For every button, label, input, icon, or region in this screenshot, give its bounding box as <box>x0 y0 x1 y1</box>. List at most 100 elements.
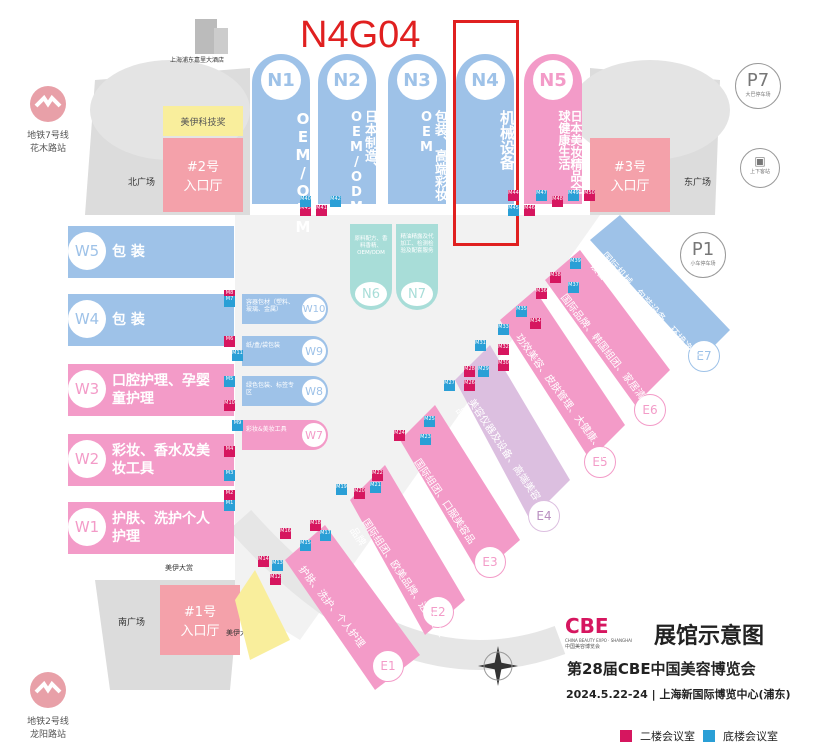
meeting-room-tag[interactable]: M15 <box>300 540 311 551</box>
meeting-room-tag[interactable]: M27 <box>444 380 455 391</box>
meeting-room-tag[interactable]: M45 <box>508 205 519 216</box>
meeting-room-tag[interactable]: M25 <box>424 416 435 427</box>
hall-w2[interactable]: W2 彩妆、香水及美妆工具 <box>68 434 234 486</box>
hall-w1[interactable]: W1 护肤、洗护个人护理 <box>68 502 234 554</box>
hall-e7[interactable] <box>590 215 730 360</box>
entrance-1-label: #1号 入口厅 <box>180 605 220 639</box>
meeting-room-tag[interactable]: M11 <box>232 350 243 361</box>
meeting-room-tag[interactable]: M37 <box>568 282 579 293</box>
hall-w3-label: 口腔护理、孕婴童护理 <box>112 372 210 407</box>
meeting-room-tag[interactable]: M9 <box>232 420 243 431</box>
hall-n6[interactable]: 原料配方、香料香精、OEM/ODM N6 <box>350 224 392 310</box>
metro-2[interactable]: 地铁2号线 龙阳路站 <box>18 670 78 740</box>
meeting-room-tag[interactable]: M18 <box>310 520 321 531</box>
meeting-room-tag[interactable]: M42 <box>330 196 341 207</box>
hall-e3[interactable] <box>400 405 520 575</box>
meeting-room-tag[interactable]: M36 <box>536 288 547 299</box>
hall-e5-id: E5 <box>584 446 616 478</box>
hall-e5[interactable] <box>500 290 625 460</box>
meeting-room-tag[interactable]: M21 <box>370 482 381 493</box>
hall-n5-id: N5 <box>533 60 573 100</box>
meeting-room-tag[interactable]: M1 <box>224 500 235 511</box>
metro-7[interactable]: 地铁7号线 花木路站 <box>18 84 78 154</box>
meeting-room-tag[interactable]: M31 <box>475 340 486 351</box>
updown-stop[interactable]: ▣ 上下客站 <box>740 148 780 188</box>
hall-n5[interactable]: N5 日本美妆精品全球健康生活 <box>524 54 583 204</box>
meeting-room-tag[interactable]: M14 <box>258 556 269 567</box>
meeting-room-tag[interactable]: M8 <box>224 290 235 301</box>
meeting-room-tag[interactable]: M38 <box>550 272 561 283</box>
p7-parking[interactable]: P7 大巴停车场 <box>735 63 781 109</box>
meeting-room-tag[interactable]: M23 <box>420 434 431 445</box>
meeting-room-tag[interactable]: M16 <box>280 528 291 539</box>
meeting-room-tag[interactable]: M46 <box>524 205 535 216</box>
cbe-logo: CBE CHINA BEAUTY EXPO · SHANGHAI 中国美容博览会 <box>565 614 632 650</box>
meeting-room-tag[interactable]: M7 <box>224 296 235 307</box>
meeting-room-tag[interactable]: M4 <box>224 446 235 457</box>
hall-e1[interactable] <box>285 525 420 690</box>
meeting-room-tag[interactable]: M24 <box>394 430 405 441</box>
highlight-label: N4G04 <box>300 14 421 56</box>
hall-n4[interactable]: N4 机械设备 <box>456 54 516 204</box>
hall-w5[interactable]: W5 包 装 <box>68 226 234 278</box>
hall-w3[interactable]: W3 口腔护理、孕婴童护理 <box>68 364 234 416</box>
map-date: 2024.5.22-24 | 上海新国际博览中心(浦东) <box>566 688 791 701</box>
meeting-room-tag[interactable]: M19 <box>336 484 347 495</box>
entrance-1[interactable]: #1号 入口厅 <box>160 585 240 655</box>
meeting-room-tag[interactable]: M30 <box>498 360 509 371</box>
hall-w1-label: 护肤、洗护个人护理 <box>112 510 210 545</box>
south-plaza-label: 南广场 <box>118 618 146 628</box>
meeting-room-tag[interactable]: M32 <box>498 344 509 355</box>
meeting-room-tag[interactable]: M13 <box>272 560 283 571</box>
meeting-room-tag[interactable]: M17 <box>320 530 331 541</box>
meeting-room-tag[interactable]: M44 <box>508 190 519 201</box>
hall-w4[interactable]: W4 包 装 <box>68 294 234 346</box>
meeting-room-tag[interactable]: M41 <box>316 205 327 216</box>
p1-parking[interactable]: P1 小车停车场 <box>680 232 726 278</box>
hall-e6-id: E6 <box>634 394 666 426</box>
meeting-room-tag[interactable]: M10 <box>224 400 235 411</box>
meeting-room-tag[interactable]: M29 <box>478 366 489 377</box>
meeting-room-tag[interactable]: M3 <box>224 470 235 481</box>
meeting-room-tag[interactable]: M5 <box>224 376 235 387</box>
meeting-room-tag[interactable]: M26 <box>464 380 475 391</box>
hall-w7[interactable]: 彩妆&美妆工具 W7 <box>242 420 328 450</box>
meeting-room-tag[interactable]: M6 <box>224 336 235 347</box>
hall-w10-label: 容器包材（塑料、玻璃、金属） <box>246 299 295 313</box>
hall-w9-label: 纸/盒/袋包装 <box>246 342 281 349</box>
meeting-room-tag[interactable]: M35 <box>516 306 527 317</box>
hall-w8-id: W8 <box>302 379 326 403</box>
hall-w10[interactable]: 容器包材（塑料、玻璃、金属） W10 <box>242 294 328 324</box>
hall-w8-label: 绿色包装、标签专区 <box>246 382 295 396</box>
metro-logo-icon <box>30 672 66 708</box>
meeting-room-tag[interactable]: M22 <box>372 470 383 481</box>
hall-n2[interactable]: N2 日本制造、OEM/ODM <box>318 54 377 215</box>
updown-label: 上下客站 <box>749 169 770 175</box>
meeting-room-tag[interactable]: M2 <box>224 490 235 501</box>
meeting-room-tag[interactable]: M34 <box>530 318 541 329</box>
meeting-room-tag[interactable]: M28 <box>464 366 475 377</box>
compass-icon <box>478 646 518 686</box>
meeting-room-tag[interactable]: M40 <box>300 196 311 207</box>
hall-n3[interactable]: N3 包装、高端彩妆OEM <box>388 54 447 204</box>
hall-w8[interactable]: 绿色包装、标签专区 W8 <box>242 376 328 406</box>
hall-e2[interactable] <box>350 465 465 635</box>
meeting-room-tag[interactable]: M50 <box>584 190 595 201</box>
meeting-room-tag[interactable]: M43 <box>300 205 311 216</box>
meeting-room-tag[interactable]: M48 <box>552 196 563 207</box>
entrance-3[interactable]: #3号 入口厅 <box>590 138 670 212</box>
meeting-room-tag[interactable]: M47 <box>536 190 547 201</box>
entrance-3-label: #3号 入口厅 <box>610 160 650 194</box>
hall-e2-id: E2 <box>422 596 454 628</box>
meeting-room-tag[interactable]: M49 <box>568 190 579 201</box>
meeting-room-tag[interactable]: M33 <box>498 324 509 335</box>
hall-e4[interactable] <box>455 345 570 520</box>
meeting-room-tag[interactable]: M20 <box>354 488 365 499</box>
meeting-room-tag[interactable]: M12 <box>270 574 281 585</box>
hall-n7[interactable]: 精油精露及代加工、检测检验及配套服务 N7 <box>396 224 438 310</box>
hall-n5-label: 日本美妆精品全球健康生活 <box>557 110 583 194</box>
hall-w9[interactable]: 纸/盒/袋包装 W9 <box>242 336 328 366</box>
hall-w5-label: 包 装 <box>112 243 145 260</box>
meeting-room-tag[interactable]: M39 <box>570 258 581 269</box>
entrance-2[interactable]: #2号 入口厅 <box>163 138 243 212</box>
